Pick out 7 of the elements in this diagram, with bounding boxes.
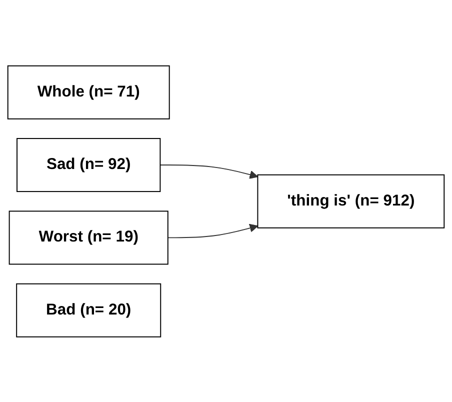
arrow — [167, 223, 258, 238]
node-box: Bad (n= 20) — [16, 283, 162, 337]
node-box: 'thing is' (n= 912) — [257, 174, 445, 228]
arrow — [160, 164, 258, 179]
node-box: Whole (n= 71) — [7, 65, 170, 119]
node-box: Worst (n= 19) — [8, 210, 168, 264]
node-box: Sad (n= 92) — [16, 138, 161, 192]
